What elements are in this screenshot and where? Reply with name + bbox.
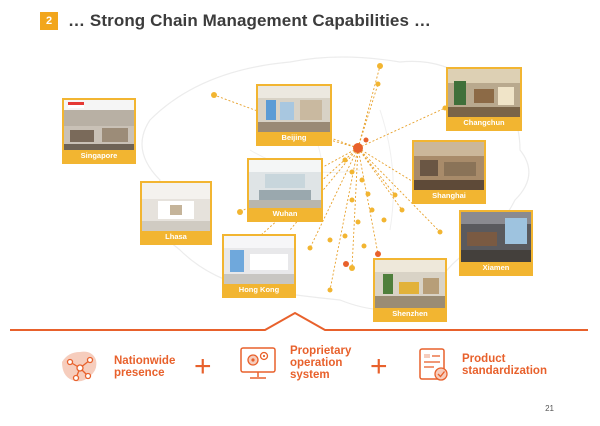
- city-photo-xiamen: [461, 212, 531, 262]
- city-label: Changchun: [448, 117, 520, 129]
- city-photo-lhasa: [142, 183, 210, 231]
- feature-label: Product standardization: [462, 353, 547, 377]
- checklist-document-icon: [419, 348, 448, 381]
- feature-product-standardization: Product standardization: [416, 346, 547, 384]
- city-card-beijing: Beijing: [256, 84, 332, 146]
- city-photo-singapore: [64, 100, 134, 150]
- feature-label: Nationwide presence: [114, 355, 176, 379]
- slide-header: 2 … Strong Chain Management Capabilities…: [40, 10, 431, 32]
- city-card-xiamen: Xiamen: [459, 210, 533, 276]
- city-label: Hong Kong: [224, 284, 294, 296]
- city-photo-hong-kong: [224, 236, 294, 284]
- city-card-hong-kong: Hong Kong: [222, 234, 296, 298]
- feature-proprietary-operation-system: Proprietary operation system: [238, 344, 351, 382]
- city-card-wuhan: Wuhan: [247, 158, 323, 222]
- china-map-network-icon: [62, 351, 97, 382]
- slide-title: … Strong Chain Management Capabilities …: [68, 11, 431, 30]
- city-photo-shenzhen: [375, 260, 445, 308]
- city-label: Singapore: [64, 150, 134, 162]
- city-photo-wuhan: [249, 160, 321, 208]
- feature-label: Proprietary operation system: [290, 345, 352, 381]
- city-label: Xiamen: [461, 262, 531, 274]
- city-label: Shanghai: [414, 190, 484, 202]
- city-label: Wuhan: [249, 208, 321, 220]
- city-card-singapore: Singapore: [62, 98, 136, 164]
- page-number: 21: [545, 404, 554, 413]
- city-label: Shenzhen: [375, 308, 445, 320]
- section-badge: 2: [40, 12, 58, 30]
- city-photo-beijing: [258, 86, 330, 132]
- plus-sign: +: [194, 350, 212, 383]
- plus-sign: +: [370, 350, 388, 383]
- feature-nationwide-presence: Nationwide presence: [58, 348, 175, 386]
- city-card-lhasa: Lhasa: [140, 181, 212, 245]
- city-photo-shanghai: [414, 142, 484, 190]
- city-photo-changchun: [448, 69, 520, 117]
- city-card-changchun: Changchun: [446, 67, 522, 131]
- monitor-gears-icon: [240, 347, 276, 379]
- city-card-shanghai: Shanghai: [412, 140, 486, 204]
- city-label: Lhasa: [142, 231, 210, 243]
- city-label: Beijing: [258, 132, 330, 144]
- hub-dots: [343, 137, 381, 267]
- city-card-shenzhen: Shenzhen: [373, 258, 447, 322]
